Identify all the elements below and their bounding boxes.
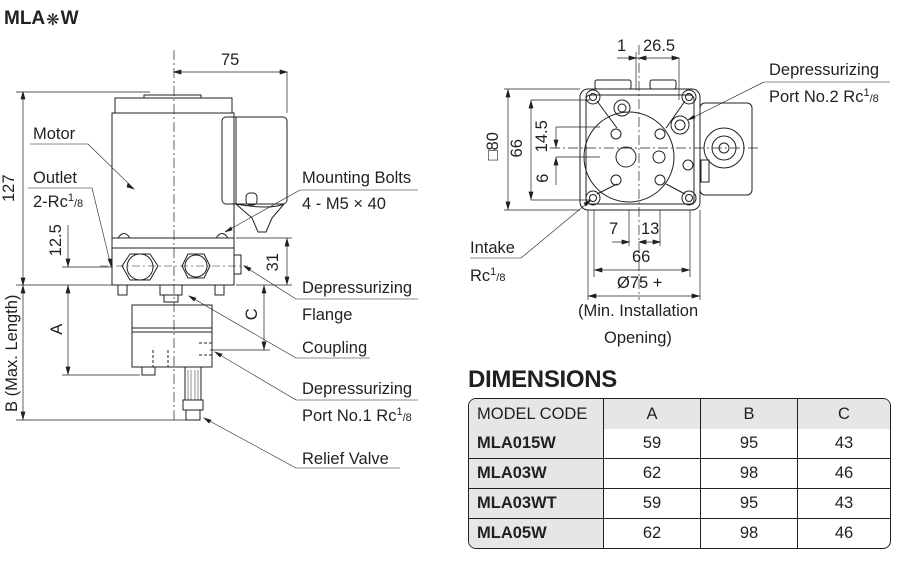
dim-66-vertical-label: 66 (507, 139, 526, 158)
pump-body (131, 304, 213, 421)
depressurizing-flange-label-2: Flange (302, 306, 353, 324)
dim-b-label: B (Max. Length) (2, 294, 21, 412)
pump-top-body (579, 79, 753, 211)
dim-26-5-line (617, 52, 681, 100)
depressurizing-port2-label: Depressurizing (769, 61, 880, 79)
cell-c: 43 (798, 489, 890, 519)
fraction-denominator: /8 (869, 93, 879, 105)
dim-80-line (504, 88, 600, 211)
cell-a: 62 (604, 519, 701, 548)
top-leader-lines (470, 81, 890, 259)
motor-label: Motor (33, 125, 76, 143)
fraction-numerator: 1 (396, 406, 403, 418)
mounting-bolts-label: Mounting Bolts (302, 169, 412, 187)
depressurizing-flange-label: Depressurizing (302, 279, 413, 297)
dim-13-label: 13 (641, 220, 660, 238)
cell-a: 59 (604, 429, 701, 459)
table-row: MLA03W 62 98 46 (469, 459, 890, 489)
dim-127-label: 127 (0, 174, 18, 203)
cell-b: 95 (701, 429, 798, 459)
dim-12-5-label: 12.5 (46, 224, 65, 257)
header-a: A (604, 399, 701, 429)
dim-12-5-line (62, 225, 112, 268)
fraction-numerator: 1 (67, 192, 74, 204)
table-row: MLA05W 62 98 46 (469, 519, 890, 548)
cell-c: 43 (798, 429, 890, 459)
depressurizing-port1-label: Depressurizing (302, 380, 413, 398)
table-row: MLA015W 59 95 43 (469, 429, 890, 459)
fraction-denominator: /8 (73, 198, 84, 210)
title-prefix: MLA (4, 8, 46, 29)
table-header-row: MODEL CODE A B C (469, 399, 890, 429)
cell-b: 98 (701, 459, 798, 489)
header-b: B (701, 399, 798, 429)
mounting-bolts-spec: 4 - M5 × 40 (302, 195, 386, 213)
dimensions-title: DIMENSIONS (468, 366, 618, 393)
dim-b-line (16, 284, 192, 421)
dim-127-line (16, 90, 150, 287)
fraction-denominator: /8 (496, 272, 506, 284)
dim-a-label: A (47, 323, 66, 335)
dim-bottom-lines (587, 210, 701, 300)
cell-a: 62 (604, 459, 701, 489)
dim-75-line (172, 69, 289, 113)
dim-6-label: 6 (533, 173, 552, 183)
cell-model: MLA03WT (469, 489, 604, 519)
fraction-denominator: /8 (402, 412, 412, 424)
dim-a-line (62, 284, 140, 376)
cell-a: 59 (604, 489, 701, 519)
outlet-port-label: 2-Rc1/8 (33, 193, 83, 211)
fraction-numerator: 1 (863, 87, 870, 99)
header-c: C (798, 399, 890, 429)
outlet-port-text: 2-Rc (33, 193, 68, 211)
dim-75-label: 75 (221, 51, 240, 69)
header-model-code: MODEL CODE (469, 399, 604, 429)
dim-1-label: 1 (617, 37, 627, 55)
cell-model: MLA03W (469, 459, 604, 489)
dim-sq80-label: □80 (483, 132, 502, 161)
dim-31-label: 31 (263, 253, 282, 272)
relief-valve-label: Relief Valve (302, 450, 389, 468)
intake-port-label: Rc1/8 (470, 267, 505, 285)
cell-model: MLA05W (469, 519, 604, 548)
fraction-numerator: 1 (490, 266, 497, 278)
min-opening-label: (Min. Installation (578, 302, 699, 320)
cell-c: 46 (834, 524, 854, 542)
dim-14-5-label: 14.5 (532, 120, 551, 153)
outlet-label: Outlet (33, 169, 78, 187)
coupling-label: Coupling (302, 339, 368, 357)
flange (100, 233, 248, 303)
depressurizing-port2-spec: Port No.2 Rc1/8 (769, 88, 879, 106)
table-row: MLA03WT 59 95 43 (469, 489, 890, 519)
title-suffix: W (60, 8, 79, 29)
dim-dia75-label: Ø75 + (617, 274, 663, 292)
depressurizing-port1-spec: Port No.1 Rc1/8 (302, 407, 412, 425)
dimensions-table: MODEL CODE A B C MLA015W 59 95 43 MLA03W… (468, 398, 891, 549)
dim-7-label: 7 (609, 220, 619, 238)
cell-c: 46 (798, 459, 890, 489)
dim-c-label: C (242, 308, 261, 321)
min-opening-label-2: Opening) (604, 329, 672, 347)
dim-66-horizontal-label: 66 (632, 248, 651, 266)
product-title: MLA❋W (4, 8, 79, 30)
cell-b: 95 (701, 489, 798, 519)
port1-text: Port No.1 Rc (302, 407, 397, 425)
leader-lines (28, 143, 418, 469)
dim-26-5-label: 26.5 (643, 37, 676, 55)
asterisk-symbol-icon: ❋ (46, 12, 60, 29)
intake-label: Intake (470, 239, 515, 257)
intake-port-text: Rc (470, 267, 491, 285)
port2-text: Port No.2 Rc (769, 88, 864, 106)
cell-b: 98 (701, 519, 798, 548)
cell-model: MLA015W (469, 429, 604, 459)
